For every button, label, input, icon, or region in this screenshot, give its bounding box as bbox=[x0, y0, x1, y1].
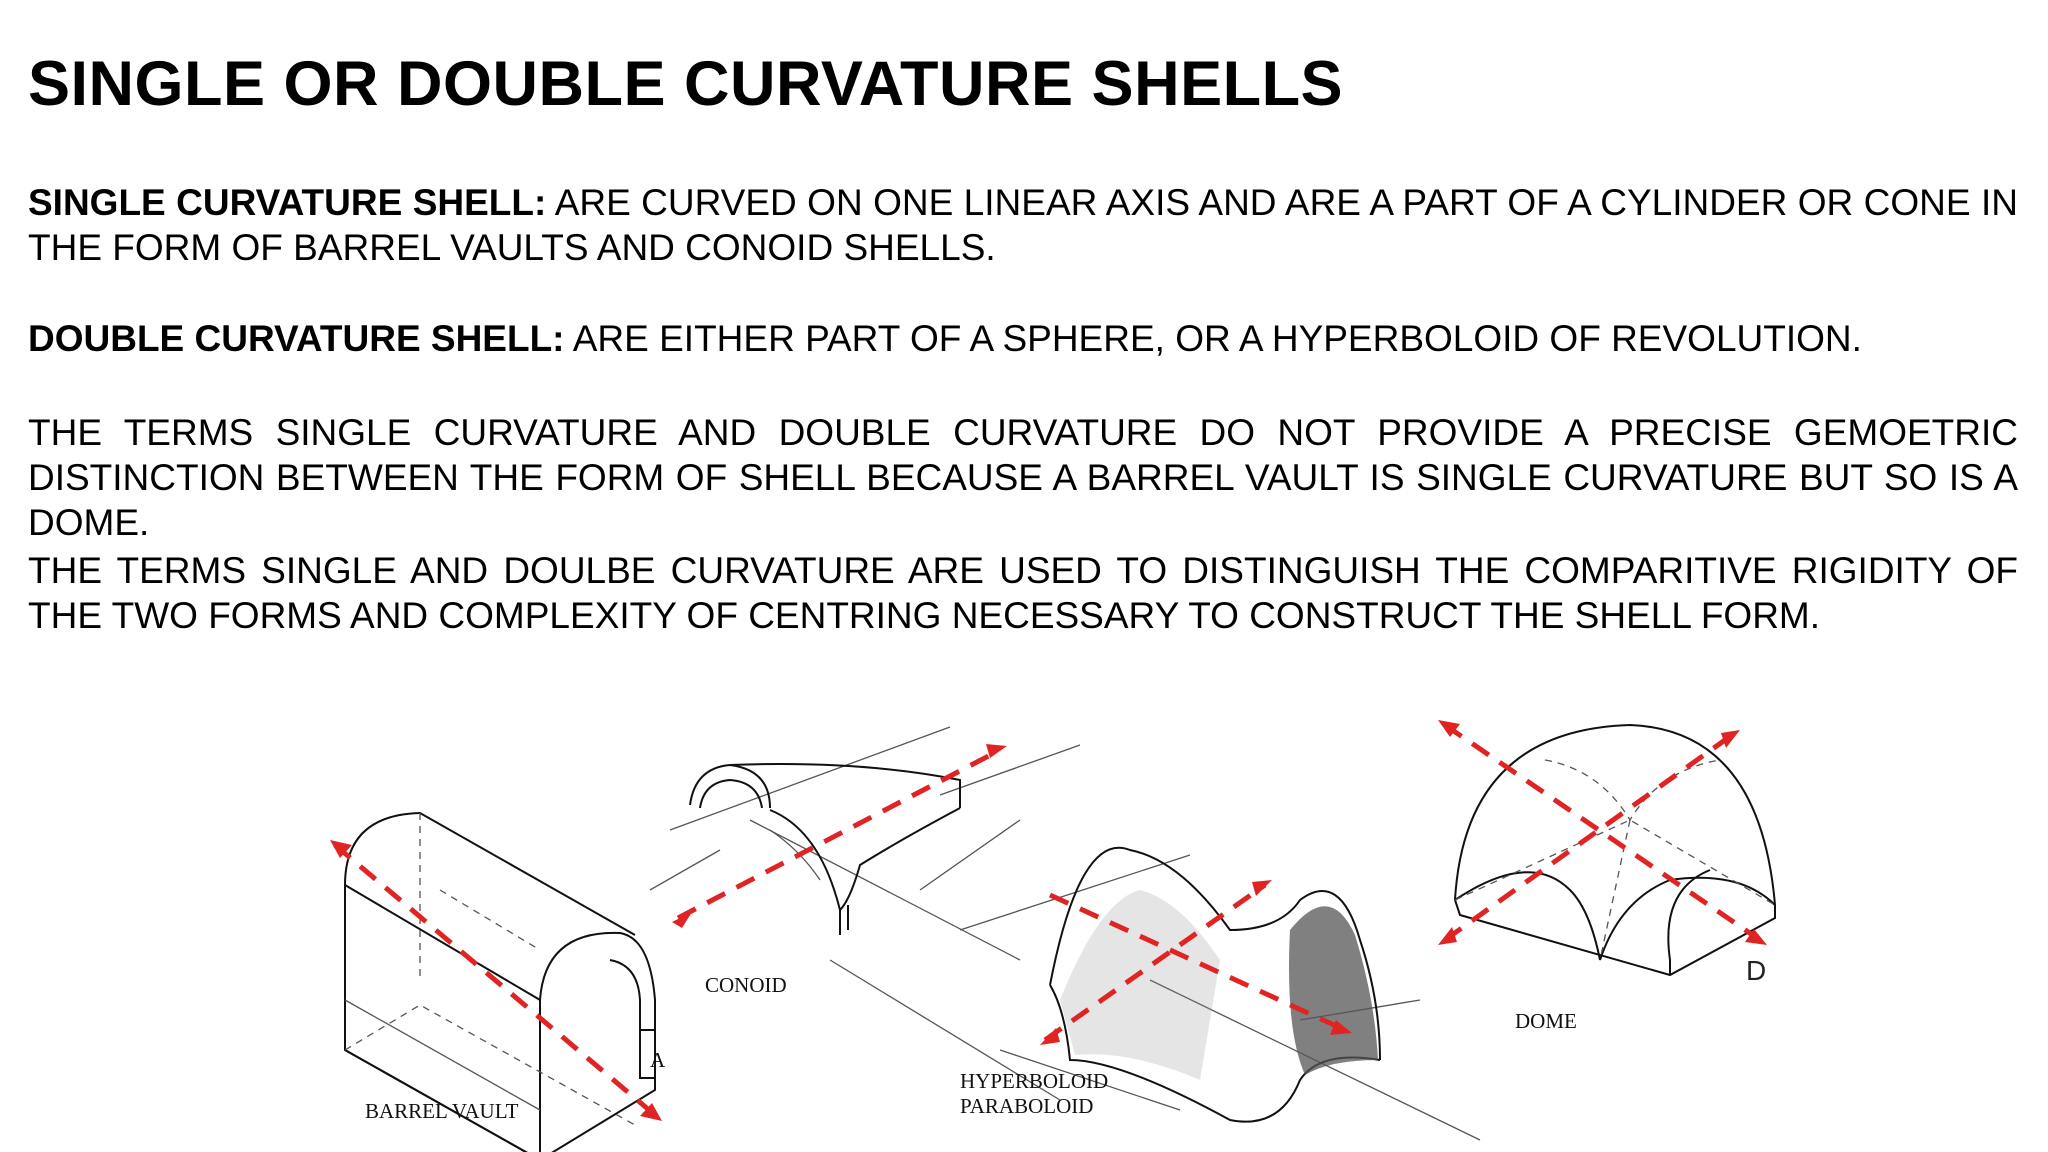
direction-arrows bbox=[330, 720, 1767, 1121]
barrel-vault-drawing bbox=[344, 811, 656, 1152]
dome-letter: D bbox=[1746, 955, 1766, 986]
hyperboloid-label-line2: PARABOLOID bbox=[960, 1094, 1093, 1118]
hyperboloid-label-line1: HYPERBOLOID bbox=[960, 1069, 1108, 1093]
conoid-drawing bbox=[649, 726, 1081, 961]
double-curvature-term: DOUBLE CURVATURE SHELL: bbox=[28, 318, 565, 359]
double-curvature-text: ARE EITHER PART OF A SPHERE, OR A HYPERB… bbox=[572, 318, 1862, 359]
single-curvature-text: ARE CURVED ON ONE LINEAR AXIS AND ARE A … bbox=[28, 182, 2018, 268]
terms-paragraph-2: THE TERMS SINGLE AND DOULBE CURVATURE AR… bbox=[28, 550, 2018, 636]
page-title: SINGLE OR DOUBLE CURVATURE SHELLS bbox=[28, 49, 1344, 119]
dome-label: DOME bbox=[1515, 1009, 1577, 1033]
single-curvature-paragraph: SINGLE CURVATURE SHELL: ARE CURVED ON ON… bbox=[28, 180, 2018, 270]
terms-paragraph-1: THE TERMS SINGLE CURVATURE AND DOUBLE CU… bbox=[28, 412, 2018, 543]
hyperboloid-paraboloid-drawing bbox=[829, 846, 1481, 1141]
conoid-label: CONOID bbox=[705, 973, 787, 997]
shell-types-illustration: BARREL VAULT A CONOID HYPERBOLOID PARABO… bbox=[300, 700, 1780, 1152]
barrel-vault-label: BARREL VAULT bbox=[365, 1099, 519, 1123]
double-curvature-paragraph: DOUBLE CURVATURE SHELL: ARE EITHER PART … bbox=[28, 316, 2018, 361]
barrel-vault-letter: A bbox=[650, 1048, 666, 1072]
single-curvature-term: SINGLE CURVATURE SHELL: bbox=[28, 182, 547, 223]
